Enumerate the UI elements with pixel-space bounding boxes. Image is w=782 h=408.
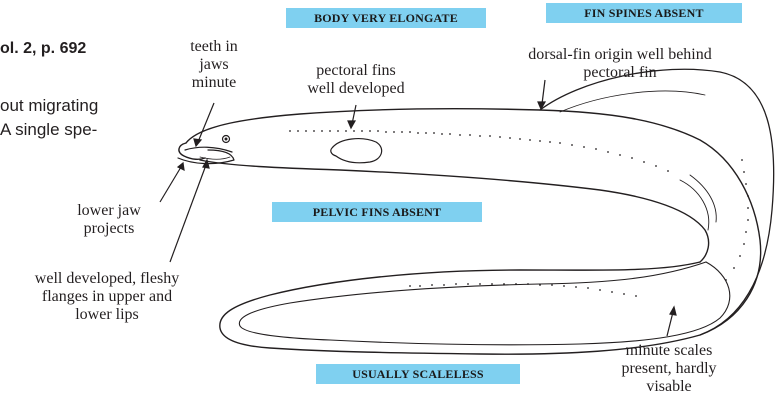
scales-leader [667, 312, 673, 336]
dorsal-fin-inner [560, 91, 705, 112]
feature-pelvic-fins-absent: PELVIC FINS ABSENT [272, 202, 482, 222]
teeth-leader [198, 103, 214, 142]
lower-jaw-leader [160, 167, 181, 202]
pectoral-fin [331, 139, 382, 163]
feature-usually-scaleless: USUALLY SCALELESS [316, 364, 520, 384]
eel-dorsal-outline [186, 109, 761, 354]
feature-body-elongate: BODY VERY ELONGATE [286, 8, 486, 28]
callout-scales: minute scales present, hardly visable [604, 342, 734, 396]
feature-fin-spines-absent: FIN SPINES ABSENT [546, 3, 742, 23]
dorsal-leader [542, 80, 545, 104]
callout-teeth: teeth in jaws minute [174, 38, 254, 92]
eel-tail-inner [239, 262, 729, 345]
callout-dorsal: dorsal-fin origin well behind pectoral f… [500, 46, 740, 82]
callout-lips: well developed, fleshy flanges in upper … [0, 270, 214, 324]
lips-leader [170, 165, 206, 262]
callout-lower-jaw: lower jaw projects [54, 202, 164, 238]
callout-pectoral: pectoral fins well developed [286, 62, 426, 98]
